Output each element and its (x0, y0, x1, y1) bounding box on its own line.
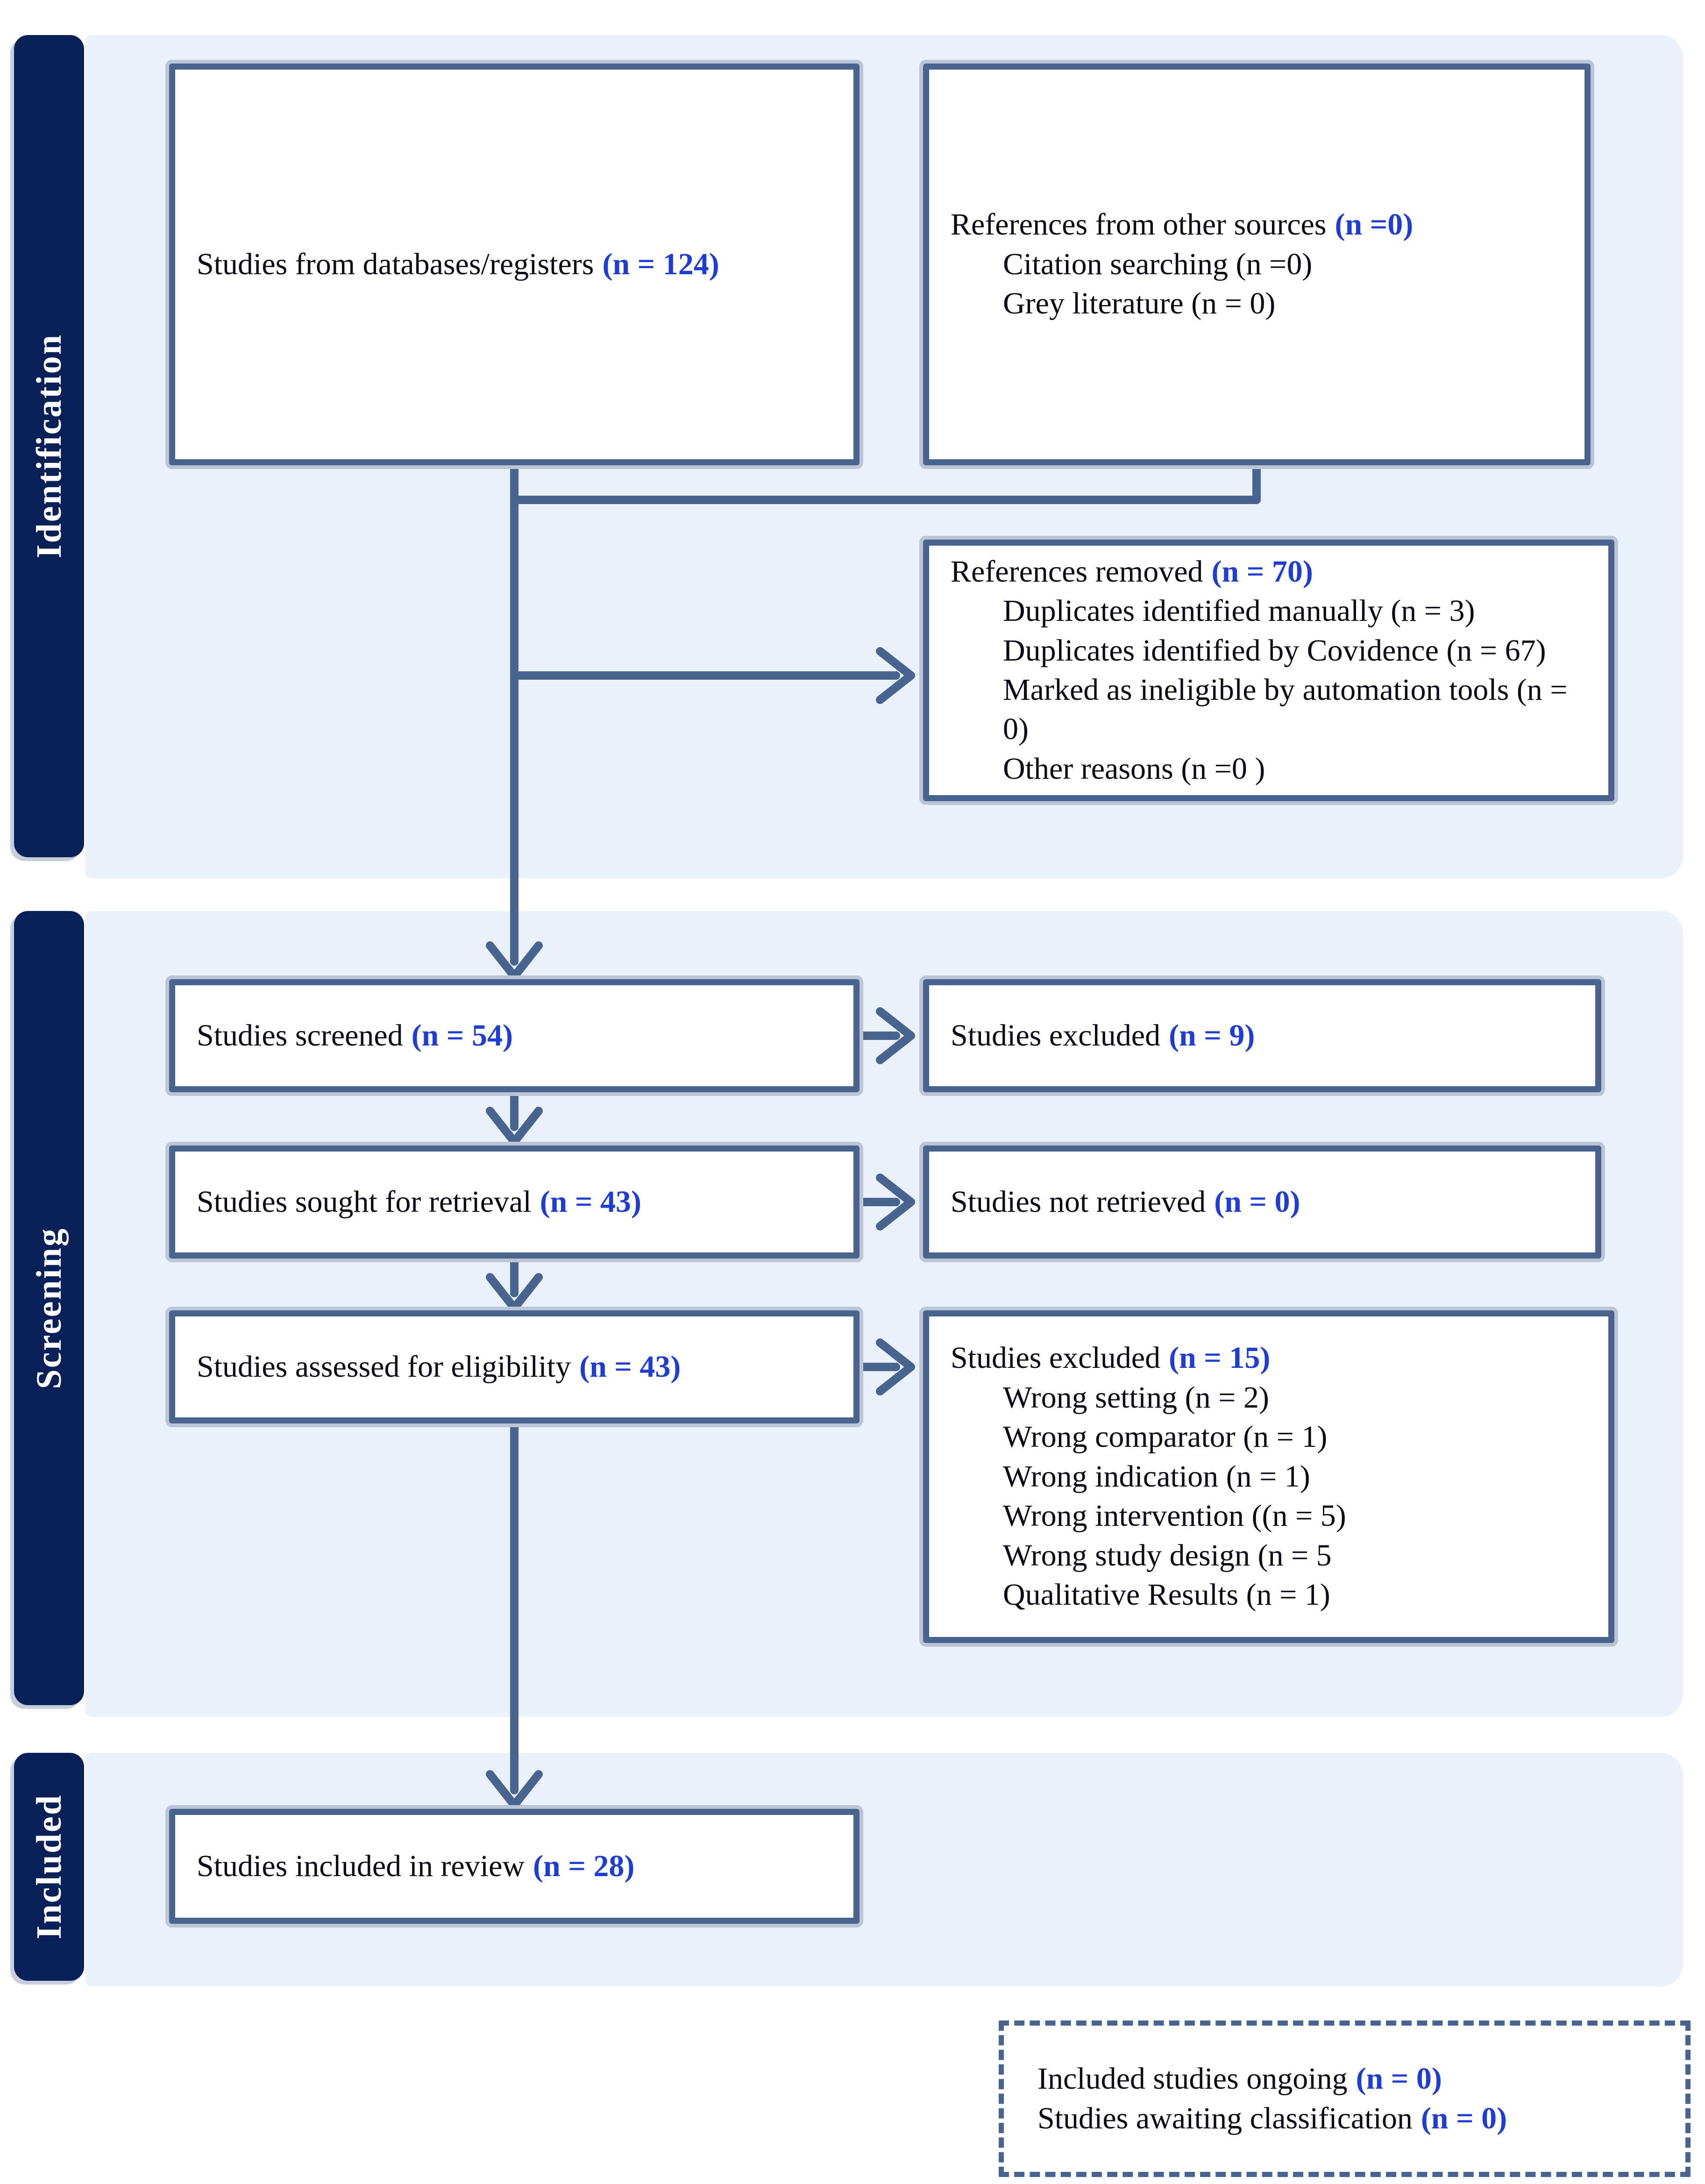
box-studies-excluded-eligibility: Studies excluded(n = 15) Wrong setting (… (923, 1310, 1614, 1643)
box-subline: Grey literature (n = 0) (1003, 286, 1276, 321)
box-label: Studies excluded(n = 15) (951, 1338, 1591, 1378)
box-label-text: References from other sources (951, 207, 1327, 242)
box-studies-included-in-review: Studies included in review(n = 28) (169, 1809, 860, 1924)
box-count: (n = 43) (540, 1184, 641, 1219)
box-count: (n = 9) (1169, 1018, 1255, 1053)
box-label-text: Studies excluded (951, 1341, 1161, 1375)
box-studies-from-databases: Studies from databases/registers(n = 124… (169, 64, 860, 465)
box-label: Studies excluded(n = 9) (951, 1016, 1578, 1055)
box-references-removed: References removed(n = 70) Duplicates id… (923, 540, 1614, 801)
sidebar-stage-identification: Identification (14, 35, 84, 857)
box-label-text: Studies assessed for eligibility (197, 1349, 571, 1384)
box-label-text: Studies included in review (197, 1849, 525, 1883)
box-count: (n = 28) (533, 1849, 635, 1883)
box-count: (n = 0) (1356, 2062, 1442, 2096)
box-studies-sought-for-retrieval: Studies sought for retrieval(n = 43) (169, 1145, 860, 1259)
box-count: (n =0) (1335, 207, 1414, 242)
box-label: References removed(n = 70) (951, 552, 1591, 591)
box-label: Studies sought for retrieval(n = 43) (197, 1182, 837, 1222)
box-label: Studies included in review(n = 28) (197, 1847, 837, 1886)
box-label: Studies screened(n = 54) (197, 1016, 837, 1055)
box-label: Studies awaiting classification(n = 0) (1037, 2099, 1669, 2138)
box-label-text: References removed (951, 554, 1203, 589)
box-subline: Marked as ineligible by automation tools… (1003, 673, 1568, 747)
box-count: (n = 70) (1211, 554, 1313, 589)
box-label-text: Studies awaiting classification (1037, 2101, 1413, 2135)
box-studies-assessed-eligibility: Studies assessed for eligibility(n = 43) (169, 1310, 860, 1423)
box-studies-screened: Studies screened(n = 54) (169, 979, 860, 1092)
box-count: (n = 43) (579, 1349, 681, 1384)
box-label: Studies from databases/registers(n = 124… (197, 245, 837, 284)
box-count: (n = 0) (1214, 1184, 1300, 1219)
box-label: References from other sources(n =0) (951, 205, 1568, 244)
box-subline: Wrong setting (n = 2) (1003, 1380, 1269, 1415)
box-studies-not-retrieved: Studies not retrieved(n = 0) (923, 1145, 1601, 1259)
box-subline: Duplicates identified by Covidence (n = … (1003, 633, 1546, 668)
stage-label-included: Included (29, 1794, 69, 1940)
box-subline: Wrong indication (n = 1) (1003, 1459, 1310, 1494)
sidebar-stage-screening: Screening (14, 911, 84, 1705)
box-subline: Citation searching (n =0) (1003, 247, 1313, 281)
box-label-text: Studies from databases/registers (197, 247, 594, 281)
box-label-text: Studies screened (197, 1018, 403, 1053)
box-subline: Wrong comparator (n = 1) (1003, 1420, 1328, 1454)
box-subline: Other reasons (n =0 ) (1003, 751, 1265, 786)
box-subline: Wrong intervention ((n = 5) (1003, 1499, 1346, 1533)
box-subline: Duplicates identified manually (n = 3) (1003, 594, 1475, 628)
box-label-text: Studies excluded (951, 1018, 1161, 1053)
box-subline: Wrong study design (n = 5 (1003, 1538, 1332, 1572)
box-label-text: Included studies ongoing (1037, 2062, 1348, 2096)
box-label: Studies not retrieved(n = 0) (951, 1182, 1578, 1222)
box-count: (n = 15) (1169, 1341, 1271, 1375)
stage-label-identification: Identification (29, 334, 69, 559)
box-label: Included studies ongoing(n = 0) (1037, 2059, 1669, 2099)
box-label-text: Studies sought for retrieval (197, 1184, 532, 1219)
box-label: Studies assessed for eligibility(n = 43) (197, 1347, 837, 1387)
box-ongoing-awaiting-classification: Included studies ongoing(n = 0) Studies … (999, 2020, 1691, 2177)
sidebar-stage-included: Included (14, 1753, 84, 1981)
box-count: (n = 0) (1421, 2101, 1507, 2135)
box-subline: Qualitative Results (n = 1) (1003, 1578, 1330, 1612)
box-count: (n = 54) (411, 1018, 513, 1053)
stage-label-screening: Screening (29, 1227, 69, 1389)
box-studies-excluded-screening: Studies excluded(n = 9) (923, 979, 1601, 1092)
box-label-text: Studies not retrieved (951, 1184, 1206, 1219)
box-count: (n = 124) (602, 247, 719, 281)
box-references-other-sources: References from other sources(n =0) Cita… (923, 64, 1591, 465)
